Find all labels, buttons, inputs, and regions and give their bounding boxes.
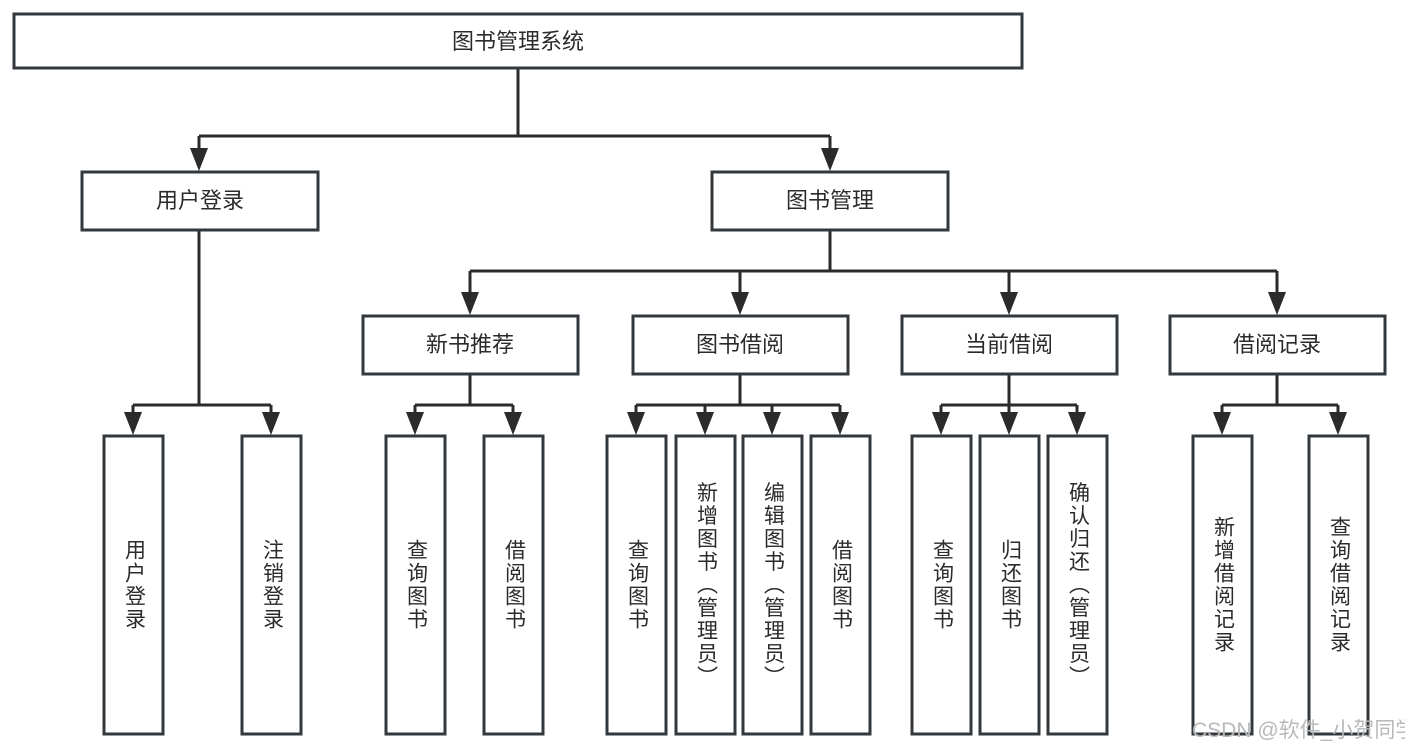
node-leaf-borrow-book-2-label: 借阅图书 [829,539,853,631]
arrowhead-to-book-borrow [731,292,749,315]
arrowhead-to-leaf-borrow-book-1 [504,412,522,435]
node-leaf-logout-login-label: 注销登录 [260,539,284,631]
node-leaf-query-book-2[interactable]: 查询图书 [605,434,668,736]
node-leaf-query-book-2-label: 查询图书 [625,539,649,631]
arrowhead-to-leaf-logout-login [262,412,280,435]
node-leaf-borrow-book-1-box[interactable] [482,434,545,736]
node-leaf-user-login[interactable]: 用户登录 [102,434,165,736]
connector-layer [124,68,1347,435]
node-current-borrow-label: 当前借阅 [965,332,1053,357]
node-leaf-logout-login[interactable]: 注销登录 [240,434,303,736]
node-new-book-recommend-box[interactable] [361,314,580,376]
arrowhead-to-leaf-add-book [696,412,714,435]
arrowhead-to-user-login [190,148,208,171]
node-leaf-query-book-1-box[interactable] [384,434,447,736]
arrowhead-to-current-borrow [1000,292,1018,315]
node-leaf-edit-book[interactable]: 编辑图书（管理员） [741,434,804,736]
node-leaf-return-book[interactable]: 归还图书 [978,434,1041,736]
node-current-borrow[interactable]: 当前借阅 [900,314,1119,376]
node-root-box[interactable] [12,12,1024,70]
arrowhead-to-leaf-return-book [1000,412,1018,435]
arrowhead-to-leaf-edit-book [763,412,781,435]
arrowhead-to-book-management [821,148,839,171]
node-leaf-query-book-1[interactable]: 查询图书 [384,434,447,736]
node-leaf-add-record-box[interactable] [1191,434,1254,736]
node-leaf-query-book-2-box[interactable] [605,434,668,736]
node-leaf-query-record-box[interactable] [1307,434,1370,736]
node-book-borrow[interactable]: 图书借阅 [631,314,850,376]
node-leaf-return-book-box[interactable] [978,434,1041,736]
node-leaf-add-record[interactable]: 新增借阅记录 [1191,434,1254,736]
node-new-book-recommend[interactable]: 新书推荐 [361,314,580,376]
node-leaf-query-book-3[interactable]: 查询图书 [910,434,973,736]
node-leaf-borrow-book-1-label: 借阅图书 [502,539,526,631]
node-root[interactable]: 图书管理系统 [12,12,1024,70]
node-root-label: 图书管理系统 [452,29,584,54]
node-user-login[interactable]: 用户登录 [80,170,320,232]
node-leaf-edit-book-box[interactable] [741,434,804,736]
node-leaf-user-login-box[interactable] [102,434,165,736]
connector-borrow-record-trunk [1220,375,1340,424]
node-book-management[interactable]: 图书管理 [710,170,950,232]
node-leaf-query-book-3-box[interactable] [910,434,973,736]
node-book-borrow-label: 图书借阅 [696,332,784,357]
node-book-management-box[interactable] [710,170,950,232]
node-leaf-return-book-label: 归还图书 [998,539,1022,631]
node-user-login-label: 用户登录 [156,188,244,213]
node-borrow-record-label: 借阅记录 [1233,332,1321,357]
node-leaf-borrow-book-1[interactable]: 借阅图书 [482,434,545,736]
connector-user-login-trunk [131,231,273,424]
node-leaf-add-book-label: 新增图书（管理员） [694,482,718,689]
node-leaf-confirm-return-box[interactable] [1046,434,1109,736]
node-leaf-edit-book-label: 编辑图书（管理员） [761,482,785,689]
node-leaf-logout-login-box[interactable] [240,434,303,736]
arrowhead-to-leaf-add-record [1213,412,1231,435]
connector-book-management-trunk [468,231,1279,304]
node-leaf-borrow-book-2-box[interactable] [809,434,872,736]
arrowhead-to-leaf-confirm-return [1068,412,1086,435]
node-leaf-borrow-book-2[interactable]: 借阅图书 [809,434,872,736]
arrowhead-to-leaf-query-book-2 [627,412,645,435]
connector-new-book-recommend-trunk [413,375,515,424]
arrowhead-to-leaf-query-book-3 [932,412,950,435]
node-leaf-query-record[interactable]: 查询借阅记录 [1307,434,1370,736]
node-leaf-query-book-1-label: 查询图书 [404,539,428,631]
node-borrow-record-box[interactable] [1168,314,1387,376]
arrowhead-to-new-book-recommend [461,292,479,315]
arrowhead-to-leaf-borrow-book-2 [831,412,849,435]
node-leaf-query-book-3-label: 查询图书 [930,539,954,631]
node-leaf-query-record-label: 查询借阅记录 [1327,516,1351,654]
arrowhead-to-leaf-user-login [124,412,142,435]
arrowhead-to-leaf-query-record [1329,412,1347,435]
node-leaf-user-login-label: 用户登录 [122,539,146,631]
node-user-login-box[interactable] [80,170,320,232]
node-leaf-confirm-return[interactable]: 确认归还（管理员） [1046,434,1109,736]
node-leaf-confirm-return-label: 确认归还（管理员） [1066,482,1090,689]
arrowhead-to-borrow-record [1268,292,1286,315]
node-new-book-recommend-label: 新书推荐 [426,332,514,357]
node-leaf-add-book-box[interactable] [674,434,737,736]
node-borrow-record[interactable]: 借阅记录 [1168,314,1387,376]
node-leaf-add-book[interactable]: 新增图书（管理员） [674,434,737,736]
connector-book-borrow-trunk [634,375,842,424]
node-current-borrow-box[interactable] [900,314,1119,376]
csdn-watermark: CSDN @软件_小贺同学 [1192,719,1405,742]
connector-root-trunk [197,68,832,160]
node-book-management-label: 图书管理 [786,188,874,213]
arrowhead-to-leaf-query-book-1 [406,412,424,435]
node-leaf-add-record-label: 新增借阅记录 [1211,516,1235,654]
node-book-borrow-box[interactable] [631,314,850,376]
